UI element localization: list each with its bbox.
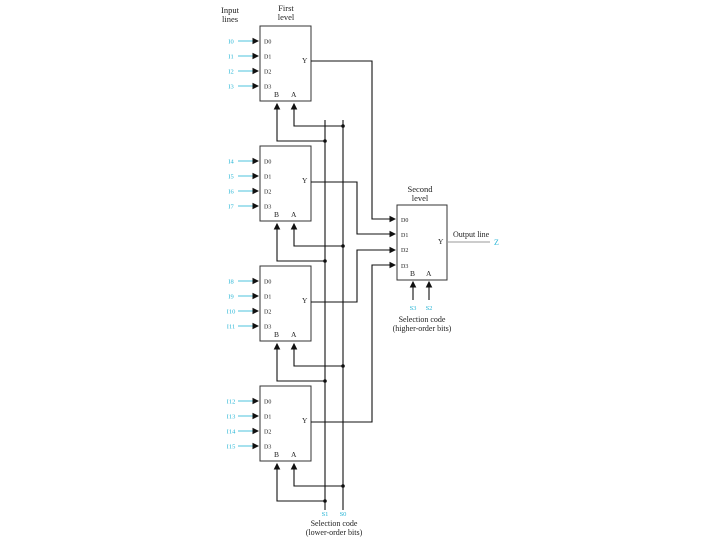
mux1-input-label-2: I6: [228, 189, 234, 196]
mux1-pin-d3: D3: [264, 205, 271, 211]
lower-selection-caption-line1: Selection code: [311, 519, 358, 528]
mux2-select-a-wire: [290, 342, 343, 367]
mux2-pin-d3: D3: [264, 325, 271, 331]
mux2-pin-a: A: [291, 330, 297, 339]
mux0-input-label-1: I1: [228, 54, 233, 61]
mux3-select-a-wire: [290, 462, 343, 487]
mux3-pin-d2: D2: [264, 430, 271, 436]
mux0-pin-d3: D3: [264, 85, 271, 91]
mux0-box: [259, 25, 312, 102]
mux1-input-label-0: I4: [228, 159, 234, 166]
mux2-pin-b: B: [274, 330, 279, 339]
second-mux-pin-d3: D3: [401, 264, 408, 270]
mux3-input-label-0: I12: [227, 399, 236, 406]
select-s1-label: S1: [322, 511, 329, 518]
mux3-input-label-1: I13: [227, 414, 236, 421]
mux0-select-b-wire: [273, 102, 325, 142]
mux2-select-b-wire: [273, 342, 325, 382]
mux2-pin-d0: D0: [264, 280, 271, 286]
mux0-pin-d2: D2: [264, 70, 271, 76]
mux1-select-b-wire: [273, 222, 325, 262]
mux1-pin-y: Y: [302, 176, 308, 185]
input-lines-header-line2: lines: [222, 14, 238, 24]
select-s0-label: S0: [340, 511, 347, 518]
mux3-pin-b: B: [274, 450, 279, 459]
mux0-input-label-3: I3: [228, 84, 233, 91]
mux3-pin-d3: D3: [264, 445, 271, 451]
second-mux-pin-d1: D1: [401, 233, 408, 239]
higher-selection-caption-line2: (higher-order bits): [393, 324, 452, 333]
mux2-pin-d2: D2: [264, 310, 271, 316]
mux0-pin-b: B: [274, 90, 279, 99]
select-s2-label: S2: [426, 305, 433, 312]
second-mux-pin-d0: D0: [401, 218, 408, 224]
mux3-pin-d0: D0: [264, 400, 271, 406]
mux1-box: [259, 145, 312, 222]
second-mux-pin-b: B: [410, 269, 415, 278]
mux3-pin-a: A: [291, 450, 297, 459]
mux1-pin-d2: D2: [264, 190, 271, 196]
mux2-input-label-0: I8: [228, 279, 233, 286]
mux1-pin-d0: D0: [264, 160, 271, 166]
mux2-pin-d1: D1: [264, 295, 271, 301]
mux0-pin-a: A: [291, 90, 297, 99]
select-s3-label: S3: [410, 305, 417, 312]
mux2-input-label-1: I9: [228, 294, 233, 301]
mux2-input-label-3: I11: [227, 324, 235, 331]
second-level-mux-box: [396, 204, 448, 281]
mux0-pin-y: Y: [302, 56, 308, 65]
mux1-pin-d1: D1: [264, 175, 271, 181]
lower-selection-caption-line2: (lower-order bits): [306, 528, 363, 537]
mux2-input-label-2: I10: [227, 309, 236, 316]
input-lines-header-line1: Input: [221, 5, 240, 15]
mux3-input-label-2: I14: [227, 429, 236, 436]
mux1-pin-a: A: [291, 210, 297, 219]
second-mux-pin-d2: D2: [401, 248, 408, 254]
mux3-select-b-wire: [273, 462, 325, 502]
second-mux-pin-y: Y: [438, 237, 444, 246]
mux1-to-second-d1: [311, 181, 397, 238]
mux0-pin-d1: D1: [264, 55, 271, 61]
higher-selection-caption-line1: Selection code: [399, 315, 446, 324]
mux0-input-label-0: I0: [228, 39, 233, 46]
mux3-input-label-3: I15: [227, 444, 236, 451]
mux3-to-second-d3: [311, 261, 397, 423]
second-level-header-line2: level: [412, 193, 429, 203]
mux0-to-second-d0: [311, 60, 397, 223]
mux1-input-label-1: I5: [228, 174, 233, 181]
first-level-header-line1: First: [278, 3, 294, 13]
second-level-header-line1: Second: [407, 184, 433, 194]
mux1-pin-b: B: [274, 210, 279, 219]
mux2-pin-y: Y: [302, 296, 308, 305]
mux0-pin-d0: D0: [264, 40, 271, 46]
output-signal-z: Z: [494, 238, 499, 247]
output-line-label: Output line: [453, 230, 490, 239]
mux1-select-a-wire: [290, 222, 343, 247]
mux2-to-second-d2: [311, 246, 397, 303]
mux3-pin-d1: D1: [264, 415, 271, 421]
mux2-box: [259, 265, 312, 342]
mux3-box: [259, 385, 312, 462]
mux0-select-a-wire: [290, 102, 343, 127]
first-level-header-line2: level: [278, 12, 295, 22]
second-mux-pin-a: A: [426, 269, 432, 278]
mux1-input-label-3: I7: [228, 204, 234, 211]
mux0-input-label-2: I2: [228, 69, 233, 76]
mux3-pin-y: Y: [302, 416, 308, 425]
